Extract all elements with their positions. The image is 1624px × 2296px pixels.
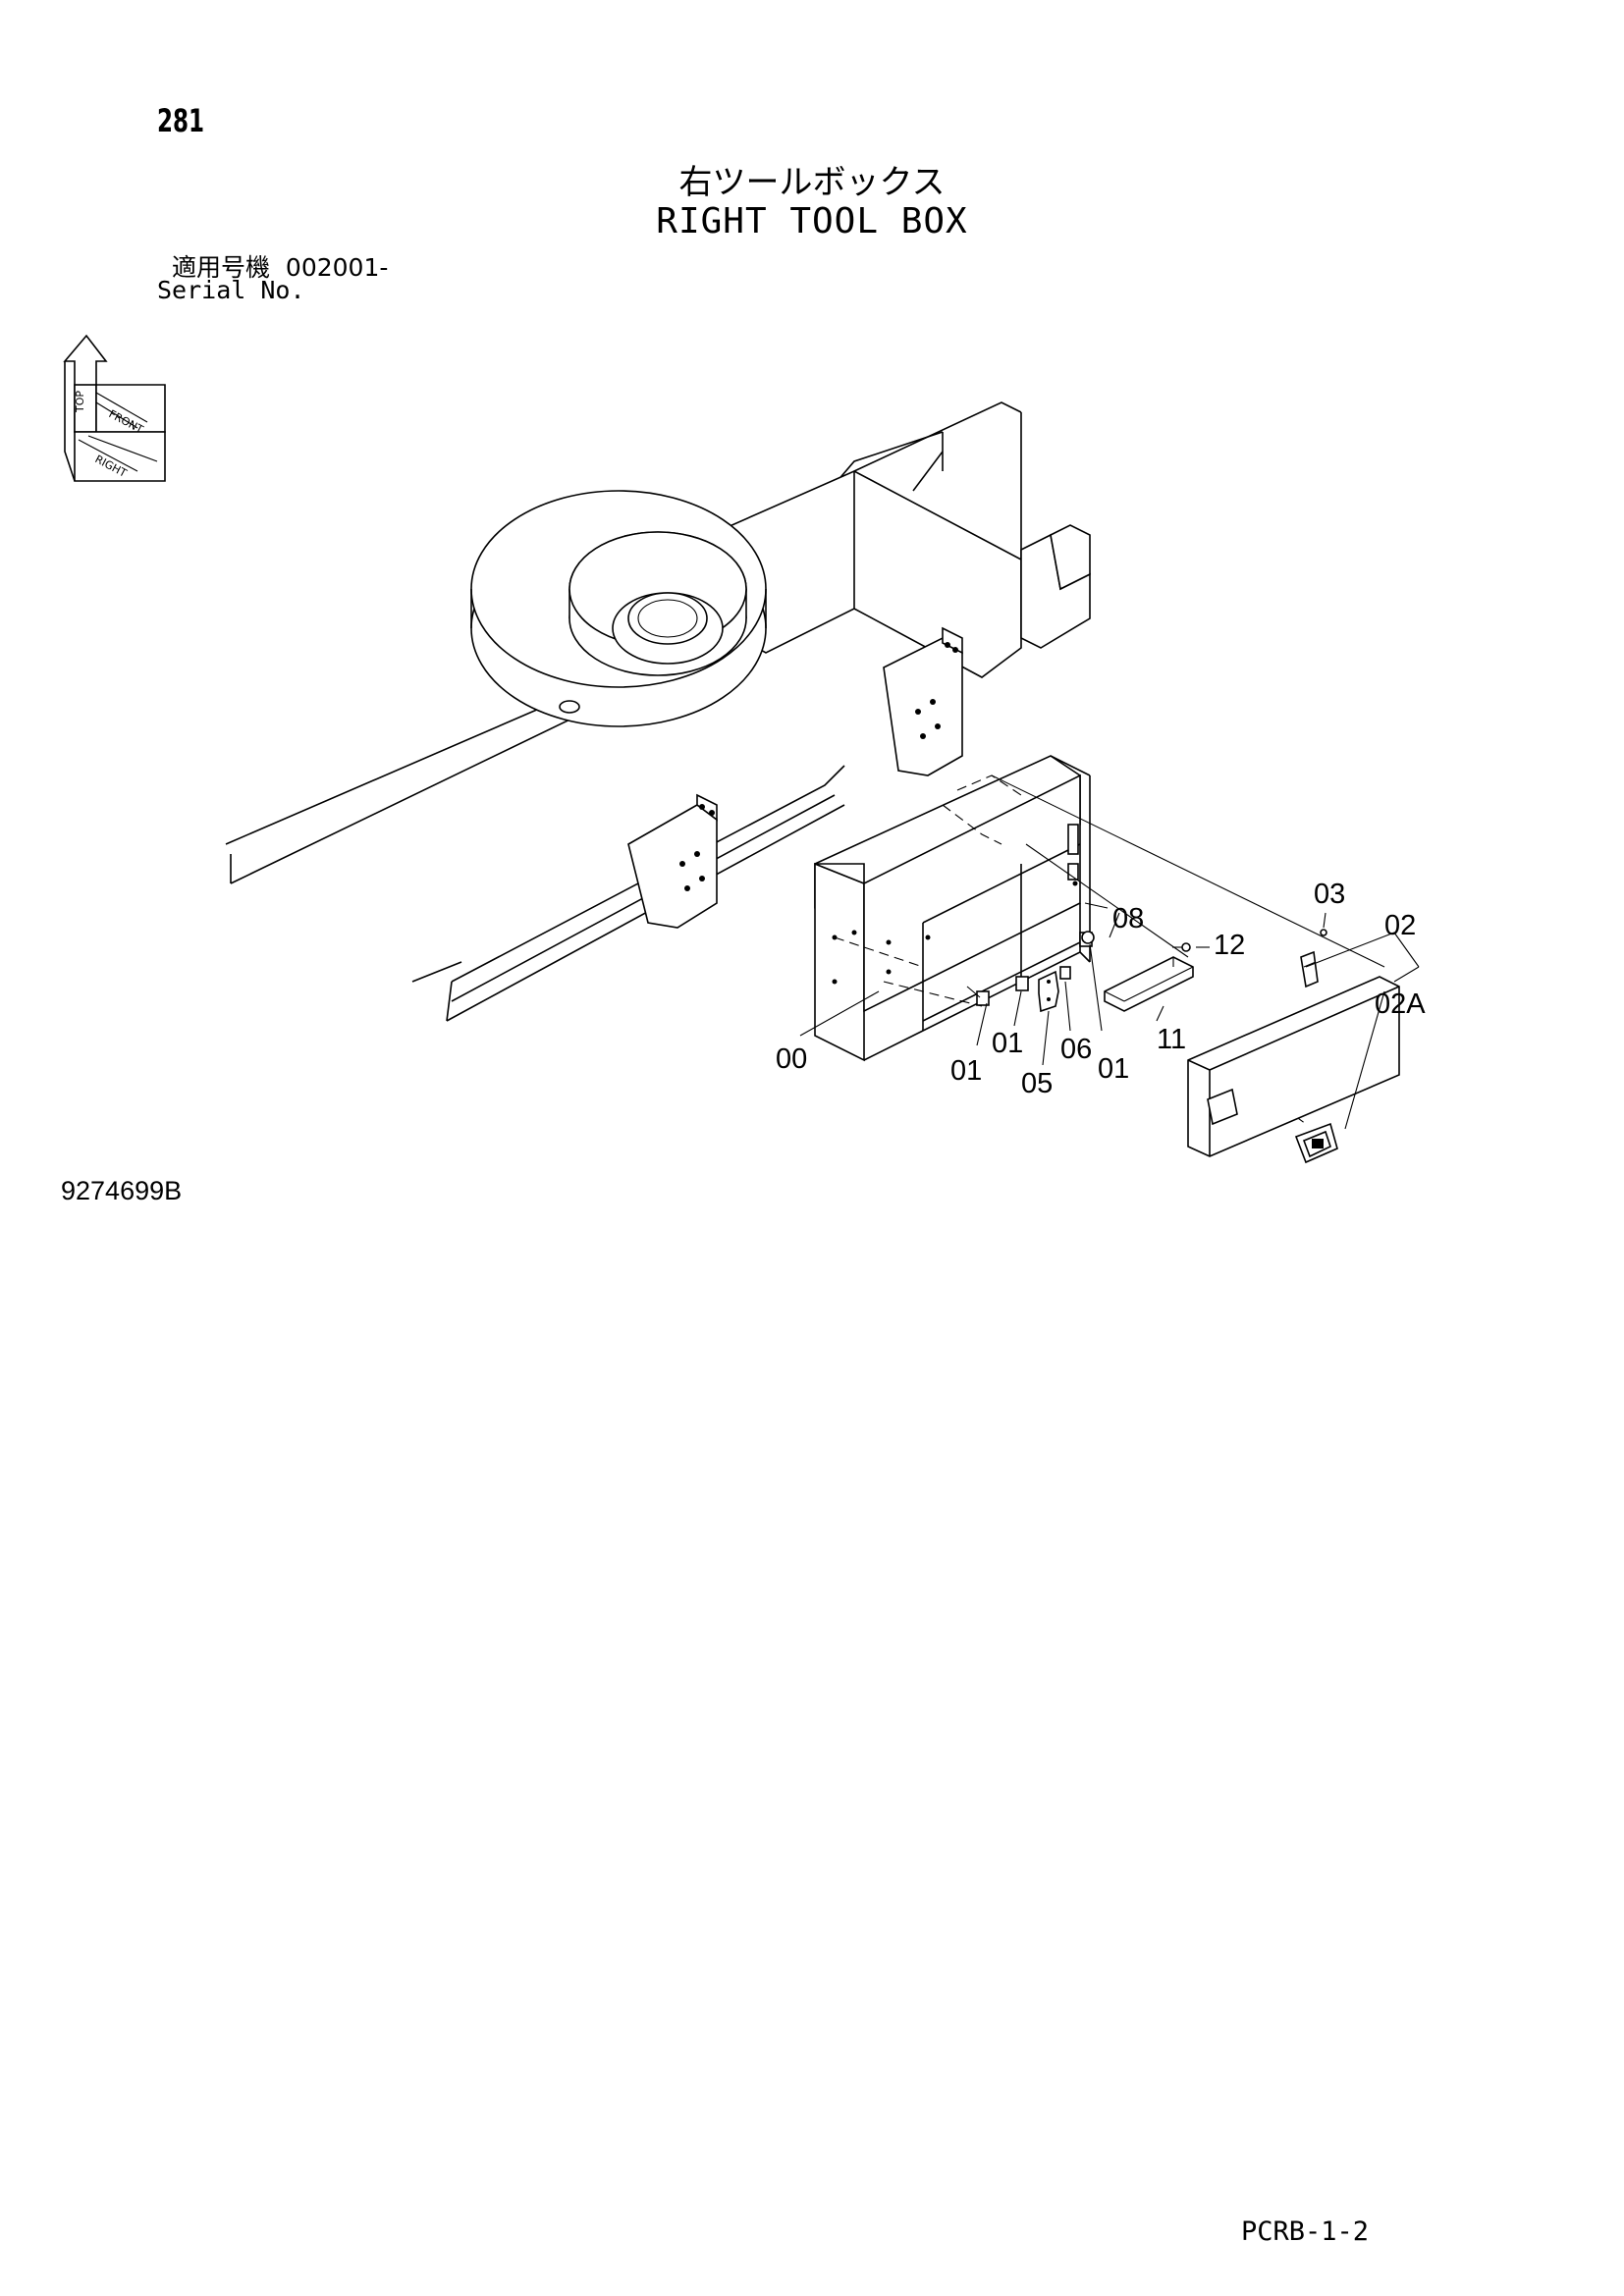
main-frame [225, 401, 1091, 1022]
bolt-01-a [966, 986, 990, 1006]
part-label-11: 11 [1157, 1024, 1186, 1055]
bolt-12 [1181, 942, 1191, 952]
orientation-cube-icon: TOP FRONT RIGHT [63, 334, 166, 482]
part-label-08: 08 [1112, 903, 1144, 934]
hardware-parts [966, 929, 1327, 1013]
bolt-01-b [1015, 976, 1029, 991]
page-title: RIGHT TOOL BOX [656, 201, 968, 241]
page-code: PCRB-1-2 [1241, 2216, 1370, 2247]
latch-03 [1300, 950, 1319, 988]
drawing-id: 9274699B [61, 1176, 183, 1205]
right-face [74, 431, 166, 482]
frame-mount-left [627, 793, 718, 929]
part-label-02a: 02A [1375, 988, 1426, 1020]
part-label-01-c: 01 [1098, 1053, 1129, 1085]
serial-label: Serial No. [157, 276, 305, 304]
door-panel-02 [1187, 976, 1400, 1157]
bolt-06 [1059, 966, 1071, 980]
page-title-japanese: 右ツールボックス [678, 163, 946, 202]
assembly-guide-lines [834, 774, 1385, 1125]
bracket-05 [1038, 970, 1059, 1013]
serial-label-japanese: 適用号機 [172, 253, 271, 282]
frame-mount-right [883, 626, 963, 776]
part-label-00: 00 [776, 1043, 807, 1075]
page-number: 281 [157, 102, 205, 139]
leader-lines [799, 902, 1420, 1130]
part-label-06: 06 [1060, 1034, 1092, 1065]
part-label-05: 05 [1021, 1068, 1053, 1099]
part-label-12: 12 [1214, 930, 1245, 961]
part-label-01-b: 01 [992, 1028, 1023, 1059]
swing-circle [470, 490, 767, 727]
rail-11 [1104, 956, 1194, 1012]
part-label-03: 03 [1314, 879, 1345, 910]
part-label-01-a: 01 [950, 1055, 982, 1087]
part-labels: 00 01 01 01 05 06 08 11 12 03 02 02A [776, 879, 1426, 1099]
orientation-label-top: TOP [74, 391, 86, 413]
part-label-02: 02 [1384, 910, 1416, 941]
tool-box-body [814, 755, 1091, 1062]
serial-value: 002001- [285, 253, 389, 282]
bolt-08 [1081, 931, 1095, 944]
serial-line-japanese: 適用号機 002001- [172, 248, 388, 284]
handle-02a [1294, 1122, 1338, 1164]
